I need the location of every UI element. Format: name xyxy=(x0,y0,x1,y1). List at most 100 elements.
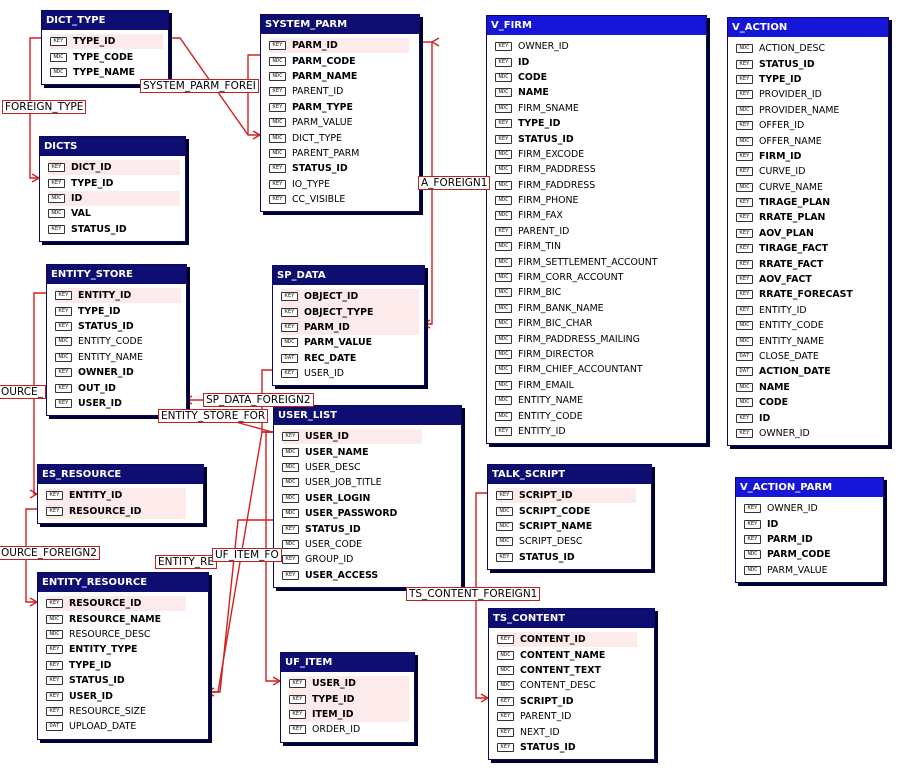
rel-label-ource[interactable]: OURCE_ xyxy=(0,385,46,399)
rel-label-urce-foreign2[interactable]: OURCE_FOREIGN2 xyxy=(0,546,100,560)
rel-label-a-foreign1[interactable]: A_FOREIGN1 xyxy=(418,176,491,190)
rel-label-system-parm-foreign[interactable]: SYSTEM_PARM_FOREI xyxy=(140,79,259,93)
rel-label-entity-store-for[interactable]: ENTITY_STORE_FOR xyxy=(158,409,269,423)
